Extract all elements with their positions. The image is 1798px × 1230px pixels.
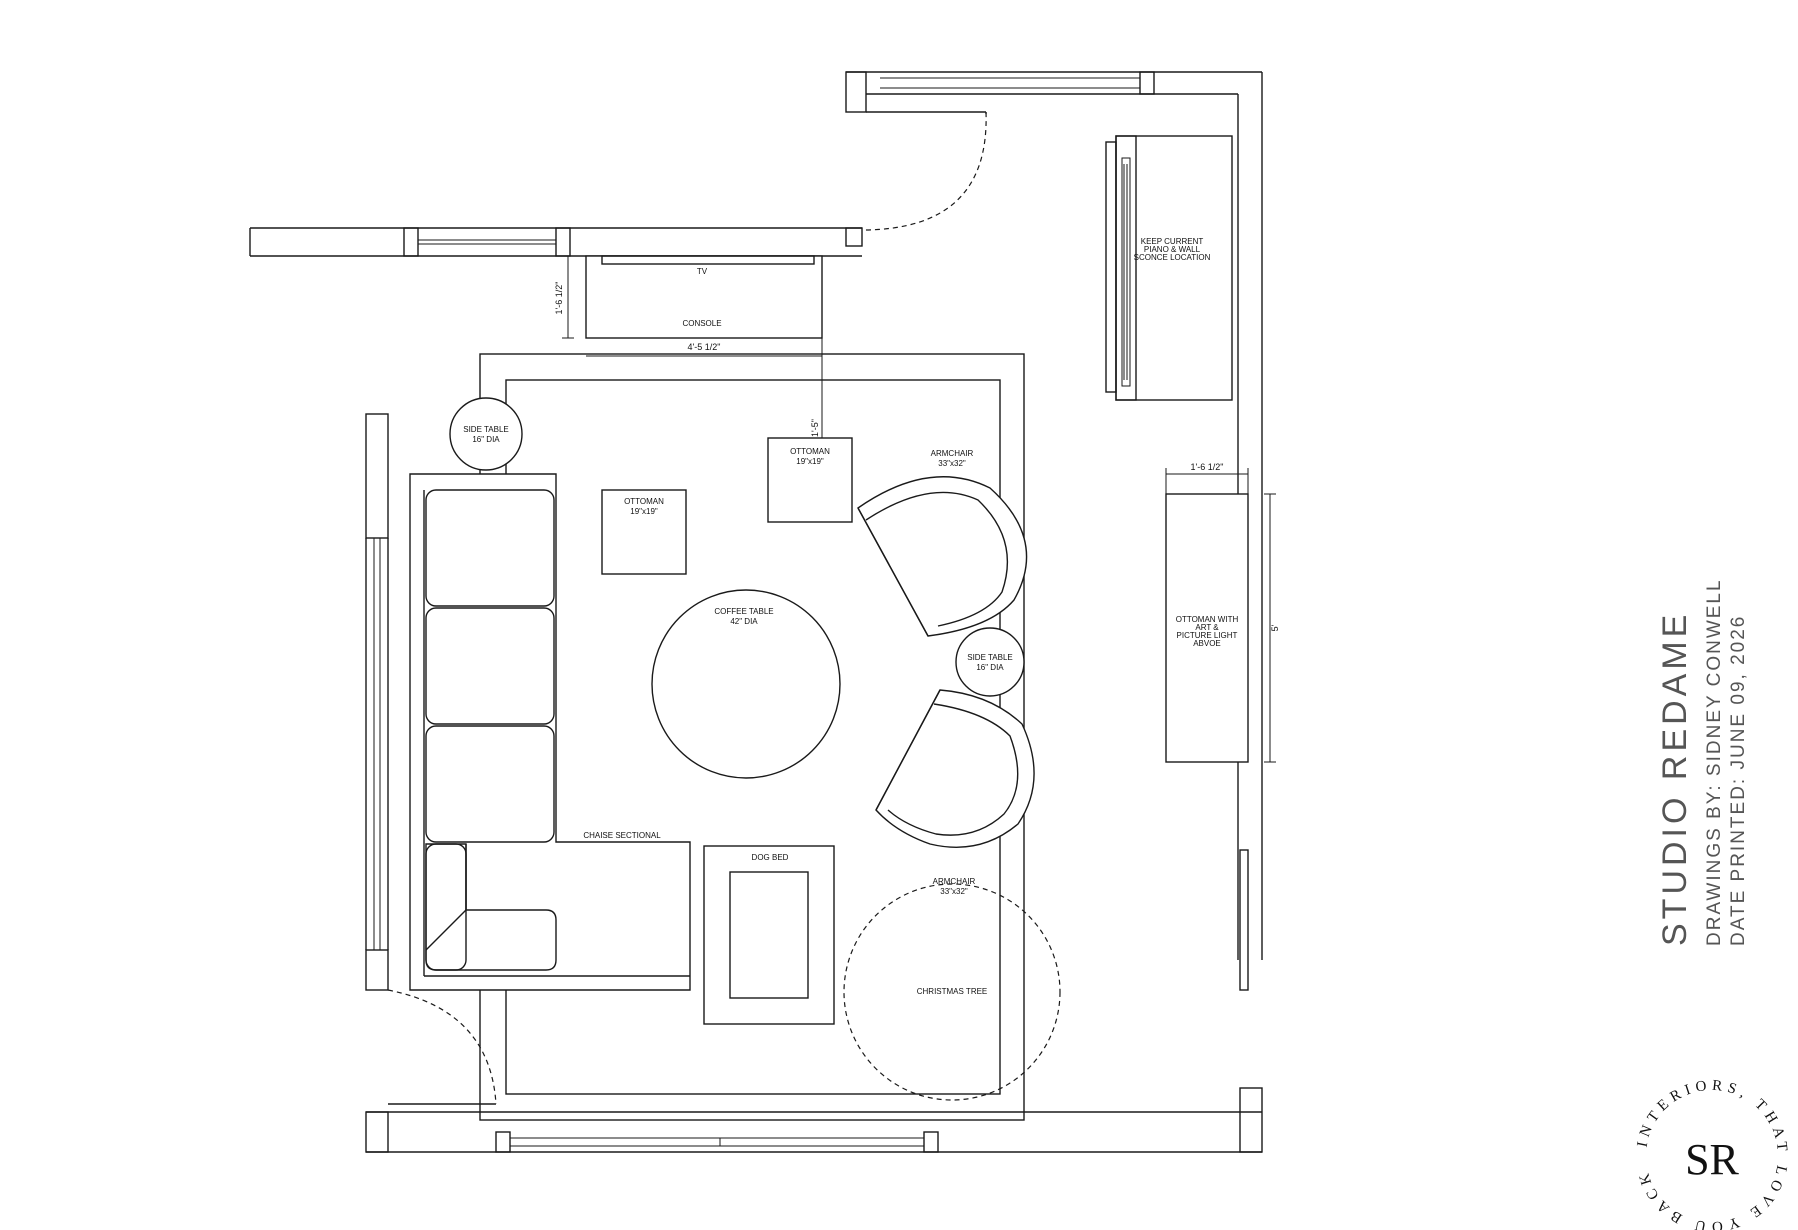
coffee-table-name: COFFEE TABLE: [714, 607, 773, 616]
door-swings: [387, 111, 987, 1105]
tv-console: TV CONSOLE 1'-6 1/2" 4'-5 1/2" 1'-5": [554, 255, 823, 520]
side-table-mid: SIDE TABLE 16" DIA: [955, 627, 1025, 697]
piano: KEEP CURRENT PIANO & WALL SCONCE LOCATIO…: [1105, 135, 1233, 401]
armchair-bottom: ARMCHAIR 33"x32": [875, 689, 1035, 896]
console-depth-dim: 1'-6 1/2": [554, 282, 564, 315]
armchair-bottom-name: ARMCHAIR: [933, 877, 976, 886]
ottoman-left-size: 19"x19": [630, 507, 658, 516]
ottoman-left-name: OTTOMAN: [624, 497, 664, 506]
side-table-top: SIDE TABLE 16" DIA: [449, 397, 523, 471]
dog-bed: DOG BED: [703, 845, 835, 1025]
logo-monogram: SR: [1685, 1135, 1739, 1184]
christmas-tree: CHRISTMAS TREE: [843, 883, 1061, 1101]
side-table-top-size: 16" DIA: [472, 435, 500, 444]
tv-label: TV: [697, 267, 708, 276]
ottoman-art-depth-dim: 1'-6 1/2": [1191, 462, 1224, 472]
ottoman-art-line-1: OTTOMAN WITH: [1176, 615, 1239, 624]
armchair-top-size: 33"x32": [938, 459, 966, 468]
side-table-top-name: SIDE TABLE: [463, 425, 509, 434]
ottoman-with-art: OTTOMAN WITH ART & PICTURE LIGHT ABVOE 1…: [1165, 462, 1280, 763]
ottoman-art-line-3: PICTURE LIGHT: [1177, 631, 1238, 640]
chaise-sectional: CHAISE SECTIONAL: [409, 473, 691, 991]
drawings-by: DRAWINGS BY: SIDNEY CONWELL: [1704, 578, 1725, 946]
date-printed: DATE PRINTED: JUNE 09, 2026: [1728, 615, 1749, 946]
coffee-table: COFFEE TABLE 42" DIA: [651, 589, 841, 779]
piano-keys: [1121, 157, 1131, 387]
console-label: CONSOLE: [682, 319, 721, 328]
armchair-bottom-size: 33"x32": [940, 887, 968, 896]
ottoman-art-length-dim: 5': [1270, 624, 1280, 631]
side-table-mid-name: SIDE TABLE: [967, 653, 1013, 662]
ottoman-top-size: 19"x19": [796, 457, 824, 466]
christmas-tree-label: CHRISTMAS TREE: [917, 987, 988, 996]
piano-note-line-3: SCONCE LOCATION: [1134, 253, 1211, 262]
studio-logo: INTERIORS, THAT LOVE YOU BACK SR: [1635, 1078, 1786, 1230]
ottoman-top-name: OTTOMAN: [790, 447, 830, 456]
armchair-top-name: ARMCHAIR: [931, 449, 974, 458]
ottoman-left: OTTOMAN 19"x19": [601, 489, 687, 575]
dog-bed-label: DOG BED: [752, 853, 789, 862]
console-width-dim: 4'-5 1/2": [688, 342, 721, 352]
title-block: STUDIO REDAME DRAWINGS BY: SIDNEY CONWEL…: [1656, 578, 1749, 946]
ottoman-top: OTTOMAN 19"x19": [767, 437, 853, 523]
chaise-sectional-label: CHAISE SECTIONAL: [583, 831, 661, 840]
side-table-mid-size: 16" DIA: [976, 663, 1004, 672]
piano-note-line-1: KEEP CURRENT: [1141, 237, 1204, 246]
ottoman-offset-dim: 1'-5": [810, 419, 820, 437]
coffee-table-size: 42" DIA: [730, 617, 758, 626]
ottoman-art-line-4: ABVOE: [1193, 639, 1221, 648]
piano-note-line-2: PIANO & WALL: [1144, 245, 1201, 254]
studio-name: STUDIO REDAME: [1656, 611, 1694, 946]
armchair-top: ARMCHAIR 33"x32": [857, 449, 1028, 637]
ottoman-art-line-2: ART &: [1195, 623, 1219, 632]
